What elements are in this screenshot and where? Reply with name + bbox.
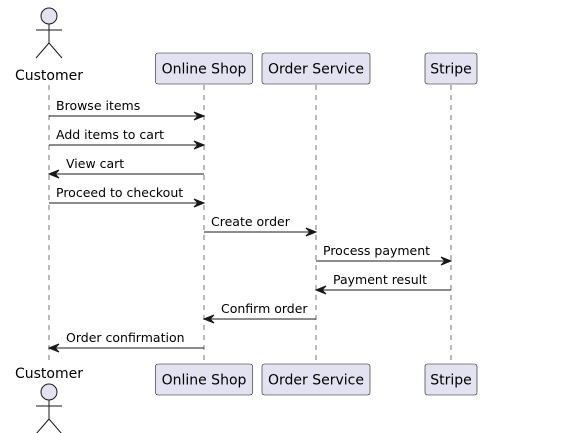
message-7: Payment result: [314, 272, 451, 295]
participant-box: [261, 363, 371, 396]
arrowhead-icon: [193, 111, 206, 121]
message-9: Order confirmation: [47, 330, 204, 353]
lifelines: [48, 85, 452, 364]
arrowhead-icon: [440, 256, 453, 266]
message-6: Process payment: [316, 243, 453, 266]
participant-box: [155, 52, 253, 85]
message-label: Browse items: [56, 98, 140, 113]
participants-bottom: Customer Online Shop Order Service Stripe: [15, 363, 478, 433]
participant-order-top: Order Service: [261, 52, 371, 85]
actor-label: Customer: [15, 366, 83, 382]
message-3: View cart: [47, 156, 204, 179]
participant-shop-bottom: Online Shop: [155, 363, 253, 396]
message-label: Create order: [211, 214, 291, 229]
message-label: Process payment: [323, 243, 430, 258]
message-label: Order confirmation: [66, 330, 185, 345]
participant-box: [424, 363, 478, 396]
message-8: Confirm order: [202, 301, 316, 324]
actor-figure-icon: [35, 7, 63, 59]
arrowhead-icon: [314, 285, 327, 295]
participant-label: Online Shop: [162, 62, 247, 78]
message-label: Payment result: [333, 272, 427, 287]
actor-customer-bottom: Customer: [15, 366, 83, 433]
message-2: Add items to cart: [49, 127, 206, 150]
arrowhead-icon: [193, 140, 206, 150]
actor-figure-icon: [36, 383, 62, 433]
message-1: Browse items: [49, 98, 206, 121]
arrowhead-icon: [193, 198, 206, 208]
participant-stripe-top: Stripe: [424, 52, 478, 85]
message-4: Proceed to checkout: [49, 185, 206, 208]
arrowhead-icon: [305, 227, 318, 237]
message-5: Create order: [204, 214, 318, 237]
message-label: Add items to cart: [56, 127, 164, 142]
participant-label: Online Shop: [162, 373, 247, 389]
arrowhead-icon: [47, 169, 60, 179]
message-label: View cart: [66, 156, 124, 171]
participant-label: Stripe: [430, 373, 472, 389]
participant-order-bottom: Order Service: [261, 363, 371, 396]
arrowhead-icon: [47, 343, 60, 353]
participant-stripe-bottom: Stripe: [424, 363, 478, 396]
participant-box: [424, 52, 478, 85]
message-label: Proceed to checkout: [56, 185, 183, 200]
participant-label: Order Service: [268, 62, 364, 78]
actor-label: Customer: [15, 68, 83, 84]
participants-top: Customer Online Shop Order Service Stripe: [15, 7, 478, 85]
participant-box: [261, 52, 371, 85]
arrowhead-icon: [202, 314, 215, 324]
actor-customer-top: Customer: [15, 7, 83, 84]
participant-label: Order Service: [268, 373, 364, 389]
participant-shop-top: Online Shop: [155, 52, 253, 85]
message-label: Confirm order: [221, 301, 308, 316]
participant-label: Stripe: [430, 62, 472, 78]
participant-box: [155, 363, 253, 396]
